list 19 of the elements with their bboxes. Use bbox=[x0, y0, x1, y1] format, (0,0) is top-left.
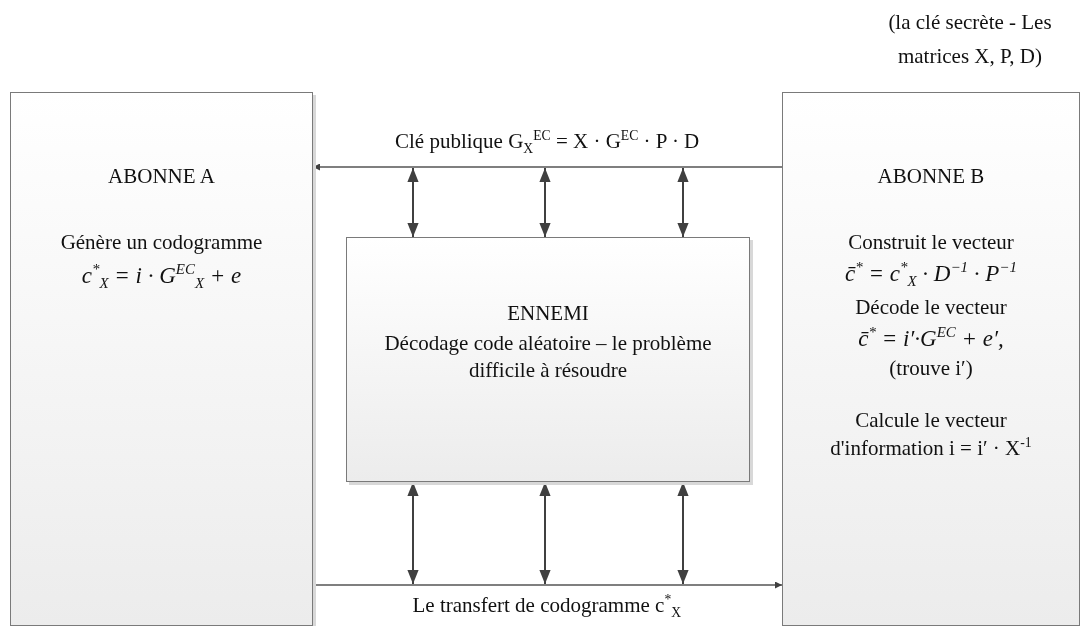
heading: ABONNE B bbox=[876, 163, 986, 190]
node-caption: (la clé secrète - Les matrices X, P, D) bbox=[887, 9, 1053, 70]
process-box bbox=[10, 92, 313, 626]
description: Décode le vecteur bbox=[854, 294, 1008, 321]
double-arrow bbox=[407, 167, 419, 238]
formula: c̄$^{*}$ = i′·G$^{EC}$ + e′, bbox=[857, 322, 1005, 353]
description: Construit le vecteur bbox=[847, 229, 1015, 256]
heading: ABONNE A bbox=[107, 163, 216, 190]
process-box bbox=[346, 237, 750, 482]
description: Calcule le vecteur d'information i = i′ · X$^{-1}$ bbox=[829, 407, 1033, 461]
heading: ENNEMI bbox=[506, 300, 590, 327]
formula: c$^{*}$$_{X}$ = i · G$^{EC}$$_{X}$ + e bbox=[80, 259, 243, 293]
process-box bbox=[782, 92, 1080, 626]
description: (trouve i′) bbox=[888, 355, 974, 382]
double-arrow bbox=[677, 167, 689, 238]
description: Génère un codogramme bbox=[59, 229, 264, 256]
description: Décodage code aléatoire – le problème difficile à résoudre bbox=[383, 330, 713, 383]
formula: c̄$^{*}$ = c$^{*}$$_{X}$ · D$^{−1}$ · P$^{−1}$ bbox=[844, 257, 1018, 291]
double-arrow bbox=[539, 167, 551, 238]
